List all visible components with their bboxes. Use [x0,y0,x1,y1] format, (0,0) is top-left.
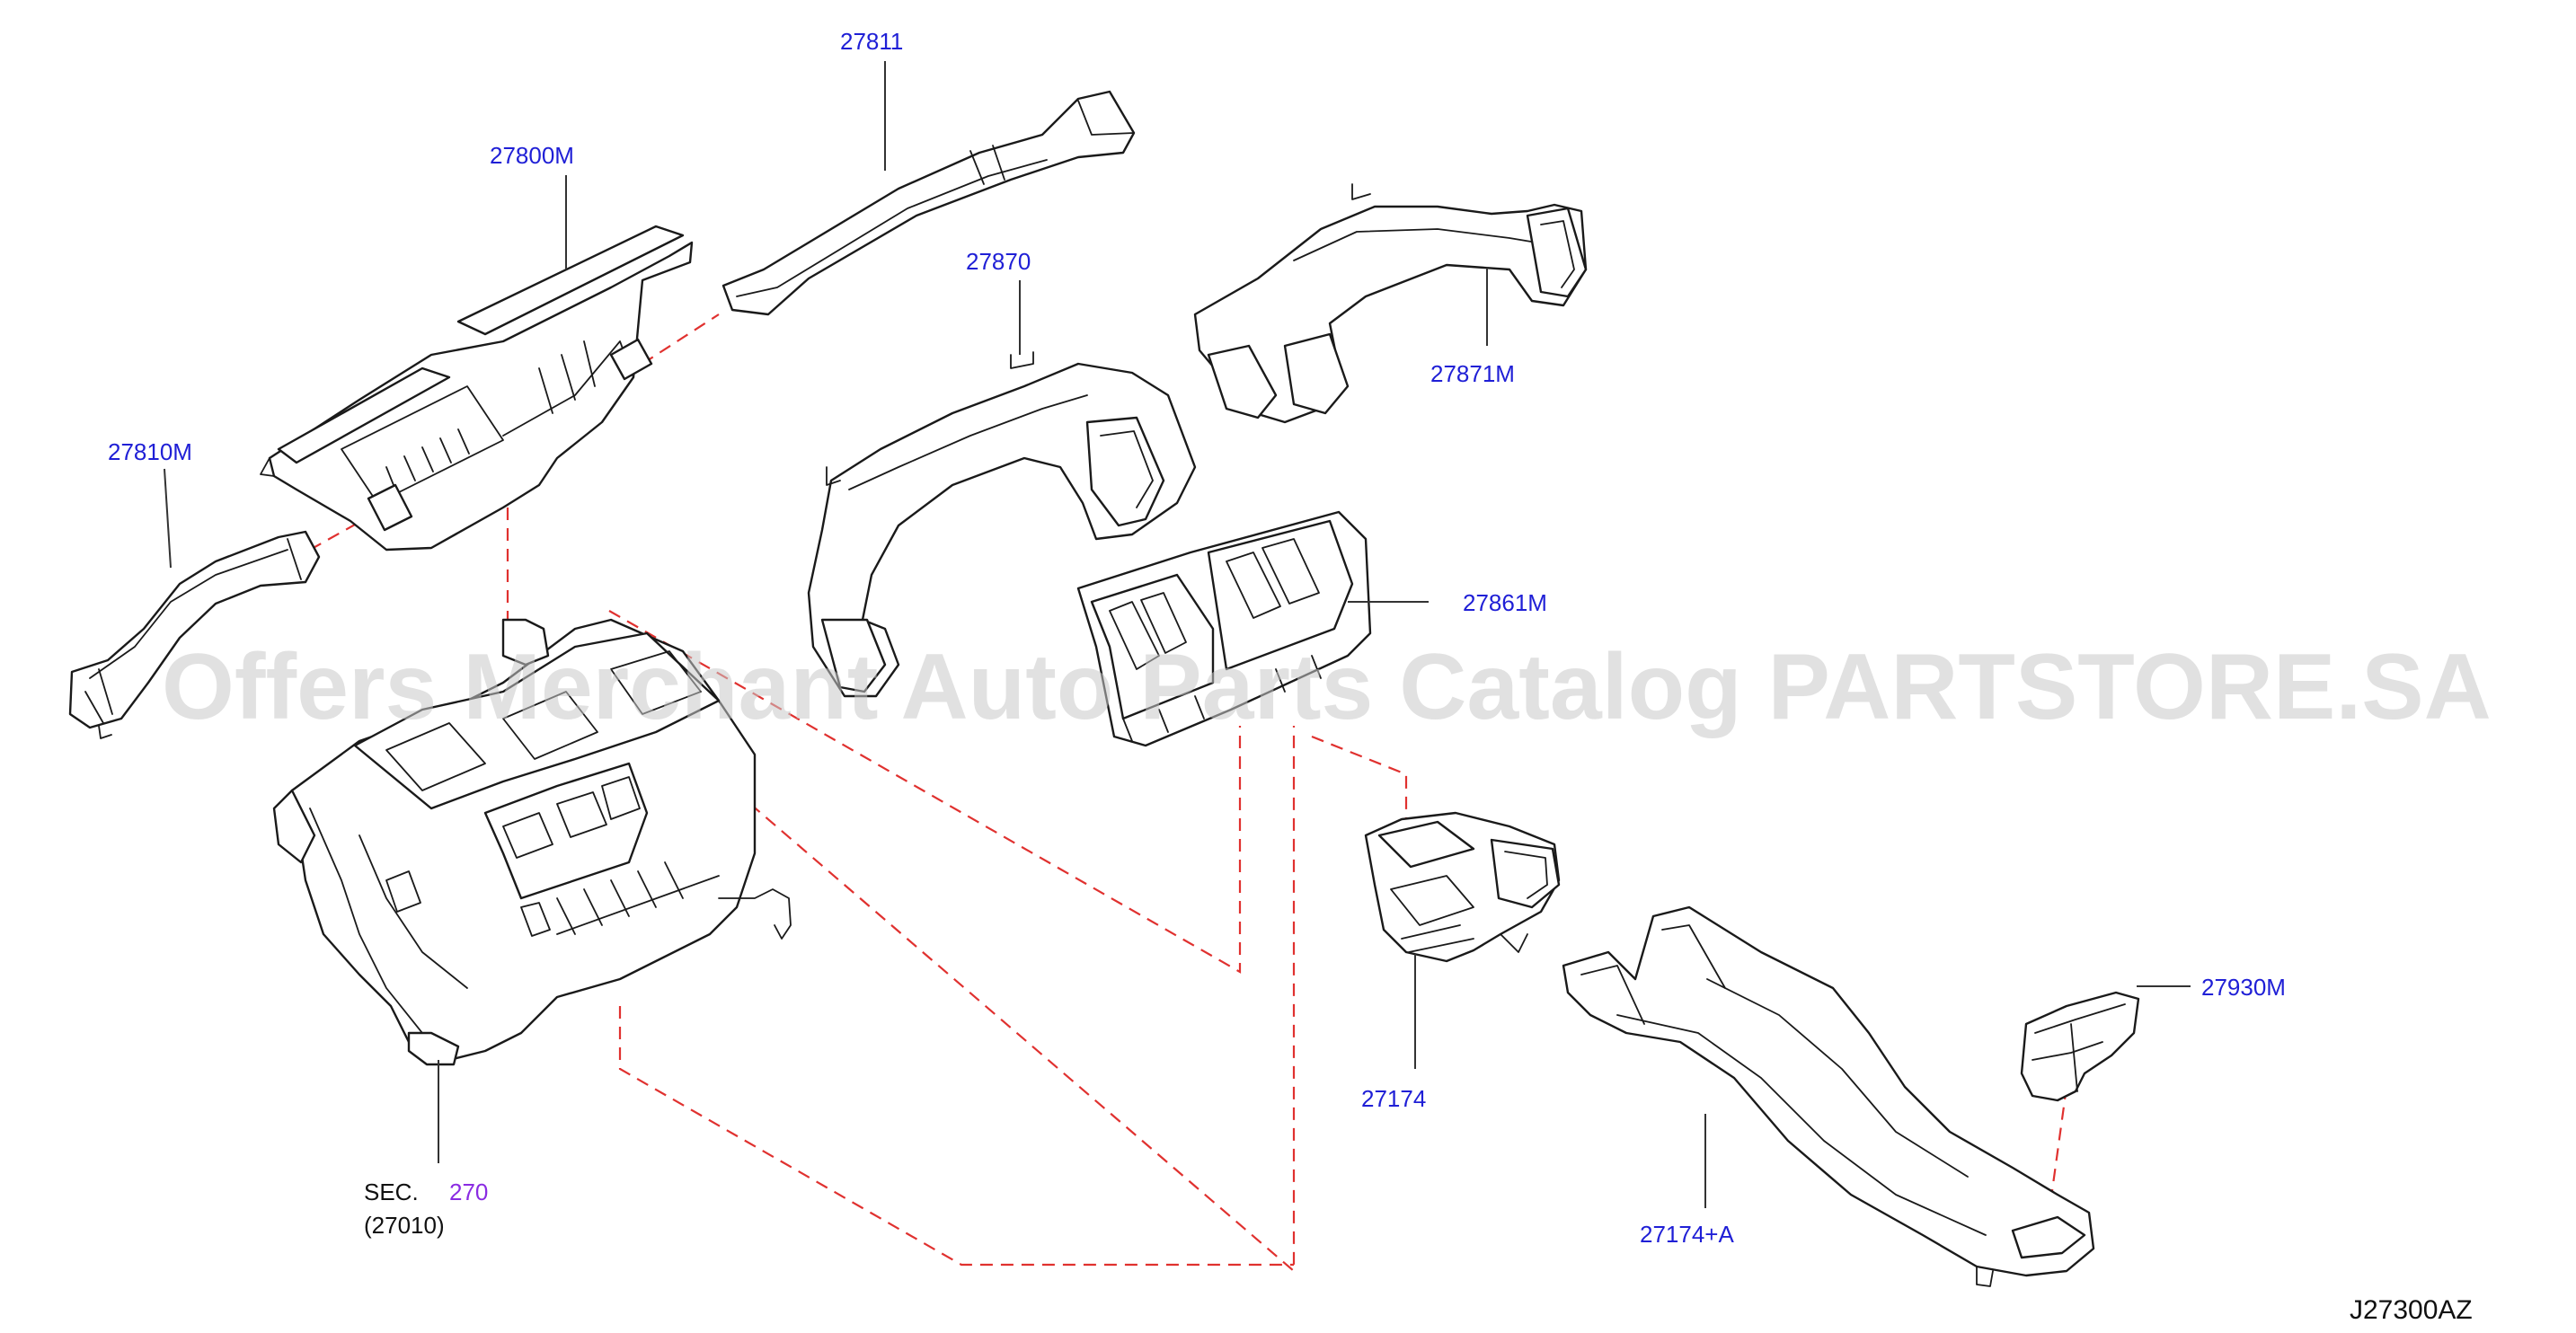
part-27811-duct [721,90,1136,316]
part-labels: 27811 27800M 27870 27871M 27810M 27861M … [108,28,2473,1325]
connector-27800m-to-27811 [642,313,720,365]
leader-lines [164,61,2191,1208]
label-27861m[interactable]: 27861M [1463,589,1547,616]
part-27930m-outlet [2020,991,2140,1102]
connector-27861m-to-27174 [1311,735,1408,822]
connector-27930m-to-27174a [2049,1086,2068,1205]
leader-27810m [164,468,172,569]
connector-heater-to-27861m-left [608,610,1242,974]
part-27870-duct [807,351,1197,698]
part-27800m-nozzle [260,225,694,552]
label-27174a[interactable]: 27174+A [1640,1221,1734,1248]
connector-heater-to-27861m-right [608,682,1296,1274]
drawing-code: J27300AZ [2350,1295,2473,1325]
label-27871m[interactable]: 27871M [1430,360,1515,387]
label-27870[interactable]: 27870 [966,248,1031,275]
label-sec-ref: (27010) [364,1212,445,1239]
dashed-connectors [309,313,2068,1274]
part-27174a-duct [1562,905,2095,1287]
label-27930m[interactable]: 27930M [2201,974,2286,1001]
part-27871m-duct [1193,183,1588,424]
label-27174[interactable]: 27174 [1361,1085,1426,1112]
label-27800m[interactable]: 27800M [490,142,574,169]
part-27810m-duct [68,530,321,739]
part-27861m-vent [1076,510,1372,747]
part-heater-unit [272,618,792,1066]
label-27810m[interactable]: 27810M [108,438,192,465]
watermark-text: Offers Merchant Auto Parts Catalog PARTS… [162,635,2492,739]
label-sec-prefix: SEC. [364,1179,419,1205]
part-27174-vent [1364,811,1561,963]
label-27811[interactable]: 27811 [840,28,903,55]
connector-heater-lower [618,1006,1294,1267]
label-sec-number[interactable]: 270 [449,1179,488,1205]
